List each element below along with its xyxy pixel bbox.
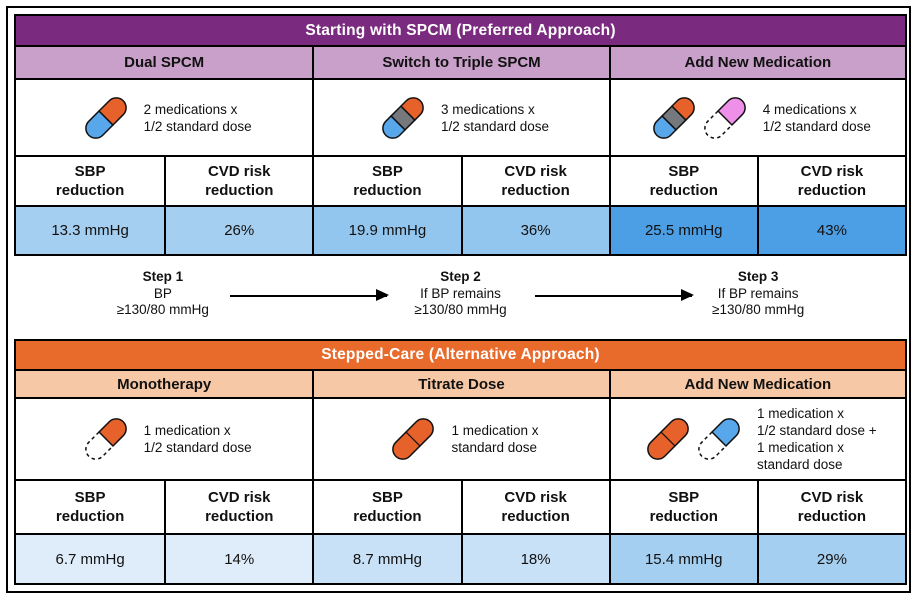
stepped-care-table: Stepped-Care (Alternative Approach) Mono… <box>14 339 907 585</box>
cvd-value: 14% <box>164 533 313 583</box>
cvd-value: 26% <box>164 205 313 254</box>
pill-triple-orange-gray-blue-icon <box>645 89 703 147</box>
pill-half-pink-dashed-icon <box>696 89 754 147</box>
step-2: Step 2 If BP remains ≥130/80 mmHg <box>312 256 610 339</box>
cvd-value: 29% <box>756 533 905 583</box>
column-header-add-new-medication-bottom: Add New Medication <box>608 369 905 397</box>
cvd-risk-reduction-header: CVD risk reduction <box>460 155 609 205</box>
cvd-risk-reduction-header: CVD risk reduction <box>460 479 609 533</box>
sbp-value: 6.7 mmHg <box>16 533 165 583</box>
preferred-approach-title: Starting with SPCM (Preferred Approach) <box>16 16 905 45</box>
column-header-triple-spcm: Switch to Triple SPCM <box>312 45 609 78</box>
pill-cell-triple: 3 medications x 1/2 standard dose <box>312 78 609 155</box>
pill-dual-orange-blue-icon <box>77 89 135 147</box>
right-arrow-icon <box>534 288 694 303</box>
sbp-value: 15.4 mmHg <box>608 533 757 583</box>
step-2-label: Step 2 <box>440 269 481 284</box>
pill-half-orange-dashed-icon <box>77 410 135 468</box>
pill-cell-add-new-top: 4 medications x 1/2 standard dose <box>608 78 905 155</box>
sbp-value: 13.3 mmHg <box>16 205 165 254</box>
step-3: Step 3 If BP remains ≥130/80 mmHg <box>609 256 907 339</box>
dose-text: 1 medication x standard dose <box>451 423 539 455</box>
column-header-add-new-medication-top: Add New Medication <box>608 45 905 78</box>
sbp-value: 19.9 mmHg <box>312 205 461 254</box>
cvd-value: 18% <box>460 533 609 583</box>
pill-cell-titrate: 1 medication x standard dose <box>312 397 609 479</box>
pill-triple-orange-gray-blue-icon <box>374 89 432 147</box>
sbp-reduction-header: SBP reduction <box>312 479 461 533</box>
sbp-reduction-header: SBP reduction <box>16 155 165 205</box>
dose-text: 3 medications x 1/2 standard dose <box>440 101 550 134</box>
sbp-reduction-header: SBP reduction <box>16 479 165 533</box>
pill-cell-monotherapy: 1 medication x 1/2 standard dose <box>16 397 313 479</box>
right-arrow-icon <box>230 288 390 303</box>
step-1-text: BP ≥130/80 mmHg <box>116 285 209 318</box>
step-3-text: If BP remains ≥130/80 mmHg <box>712 285 805 318</box>
step-2-text: If BP remains ≥130/80 mmHg <box>414 285 507 318</box>
step-3-label: Step 3 <box>737 269 779 284</box>
step-1: Step 1 BP ≥130/80 mmHg <box>14 256 312 339</box>
column-header-dual-spcm: Dual SPCM <box>16 45 313 78</box>
dose-text: 4 medications x 1/2 standard dose <box>762 101 871 134</box>
step-1-label: Step 1 <box>142 269 184 284</box>
pill-cell-add-new-bottom: 1 medication x 1/2 standard dose + 1 med… <box>608 397 905 479</box>
cvd-value: 36% <box>460 205 609 254</box>
sbp-value: 25.5 mmHg <box>608 205 757 254</box>
stepped-care-title: Stepped-Care (Alternative Approach) <box>16 341 905 369</box>
cvd-risk-reduction-header: CVD risk reduction <box>164 479 313 533</box>
cvd-risk-reduction-header: CVD risk reduction <box>756 479 905 533</box>
dose-text: 1 medication x 1/2 standard dose + 1 med… <box>756 406 877 472</box>
cvd-value: 43% <box>756 205 905 254</box>
pill-half-blue-dashed-icon <box>690 410 748 468</box>
column-header-titrate-dose: Titrate Dose <box>312 369 609 397</box>
pill-solid-orange-icon <box>639 410 697 468</box>
figure-content: Starting with SPCM (Preferred Approach) … <box>14 14 907 585</box>
dose-text: 2 medications x 1/2 standard dose <box>143 101 252 134</box>
sbp-reduction-header: SBP reduction <box>608 155 757 205</box>
pill-solid-orange-icon <box>384 410 442 468</box>
sbp-reduction-header: SBP reduction <box>608 479 757 533</box>
dose-text: 1 medication x 1/2 standard dose <box>143 423 252 455</box>
column-header-monotherapy: Monotherapy <box>16 369 313 397</box>
cvd-risk-reduction-header: CVD risk reduction <box>164 155 313 205</box>
sbp-reduction-header: SBP reduction <box>312 155 461 205</box>
cvd-risk-reduction-header: CVD risk reduction <box>756 155 905 205</box>
figure-frame: Starting with SPCM (Preferred Approach) … <box>6 6 911 593</box>
steps-row: Step 1 BP ≥130/80 mmHg Step 2 If BP rema… <box>14 256 907 339</box>
pill-cell-dual: 2 medications x 1/2 standard dose <box>16 78 313 155</box>
sbp-value: 8.7 mmHg <box>312 533 461 583</box>
preferred-approach-table: Starting with SPCM (Preferred Approach) … <box>14 14 907 256</box>
